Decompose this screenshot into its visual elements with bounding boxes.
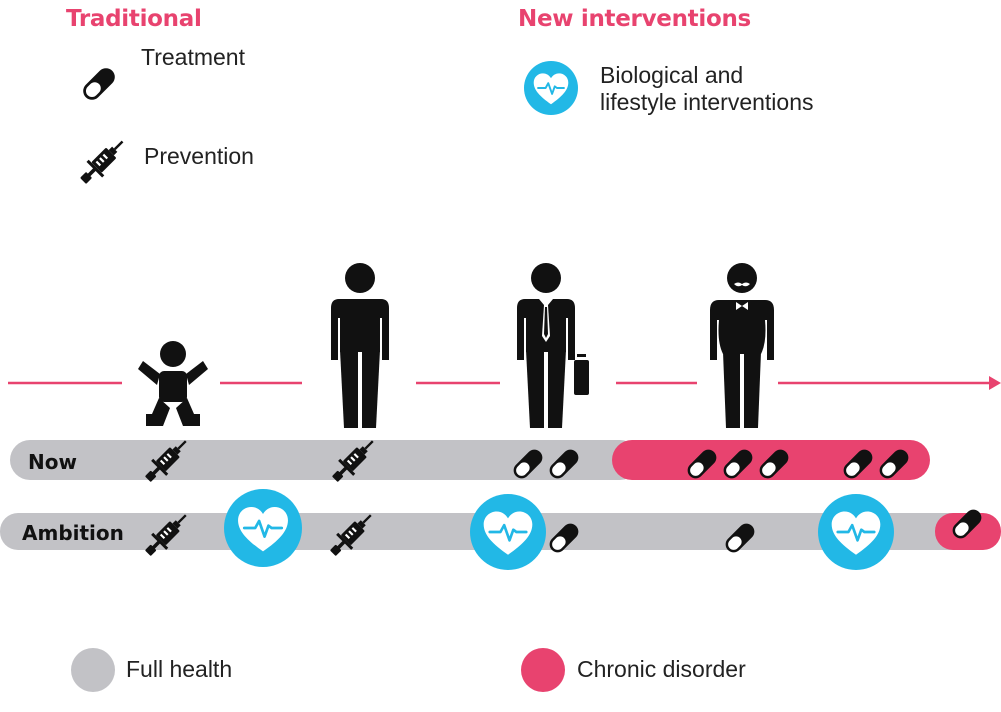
full-health-swatch [70,647,116,693]
syringe-icon [328,434,380,486]
pill-icon [754,444,794,484]
pill-icon [874,444,914,484]
adult-icon [325,262,395,430]
now-label: Now [28,450,77,474]
bio-lifestyle-line2: lifestyle interventions [600,89,814,115]
businessman-icon [512,262,594,430]
bio-lifestyle-label: Biological and lifestyle interventions [600,62,814,116]
ambition-label: Ambition [22,521,124,545]
heart-pulse-icon [470,494,546,570]
heart-pulse-icon [224,489,302,567]
arrow-icon [989,376,1001,390]
new-interventions-heading: New interventions [518,6,751,32]
treatment-label: Treatment [141,44,245,70]
pill-icon [508,444,548,484]
syringe-icon [76,134,130,188]
heart-pulse-icon [524,61,578,115]
timeline-arrow [0,374,1001,394]
pill-icon [838,444,878,484]
chronic-disorder-label: Chronic disorder [577,656,746,682]
pill-icon [720,518,760,558]
elderly-icon [702,262,782,430]
baby-icon [138,340,208,426]
pill-icon [947,504,987,544]
heart-pulse-icon [818,494,894,570]
syringe-icon [326,508,378,560]
syringe-icon [141,508,193,560]
full-health-label: Full health [126,656,233,682]
pill-icon [682,444,722,484]
pill-icon [718,444,758,484]
bio-lifestyle-line1: Biological and [600,62,744,88]
traditional-heading: Traditional [66,6,202,32]
prevention-label: Prevention [144,143,254,169]
pill-icon [544,518,584,558]
pill-icon [544,444,584,484]
syringe-icon [141,434,193,486]
chronic-disorder-swatch [520,647,566,693]
pill-icon [77,62,121,106]
